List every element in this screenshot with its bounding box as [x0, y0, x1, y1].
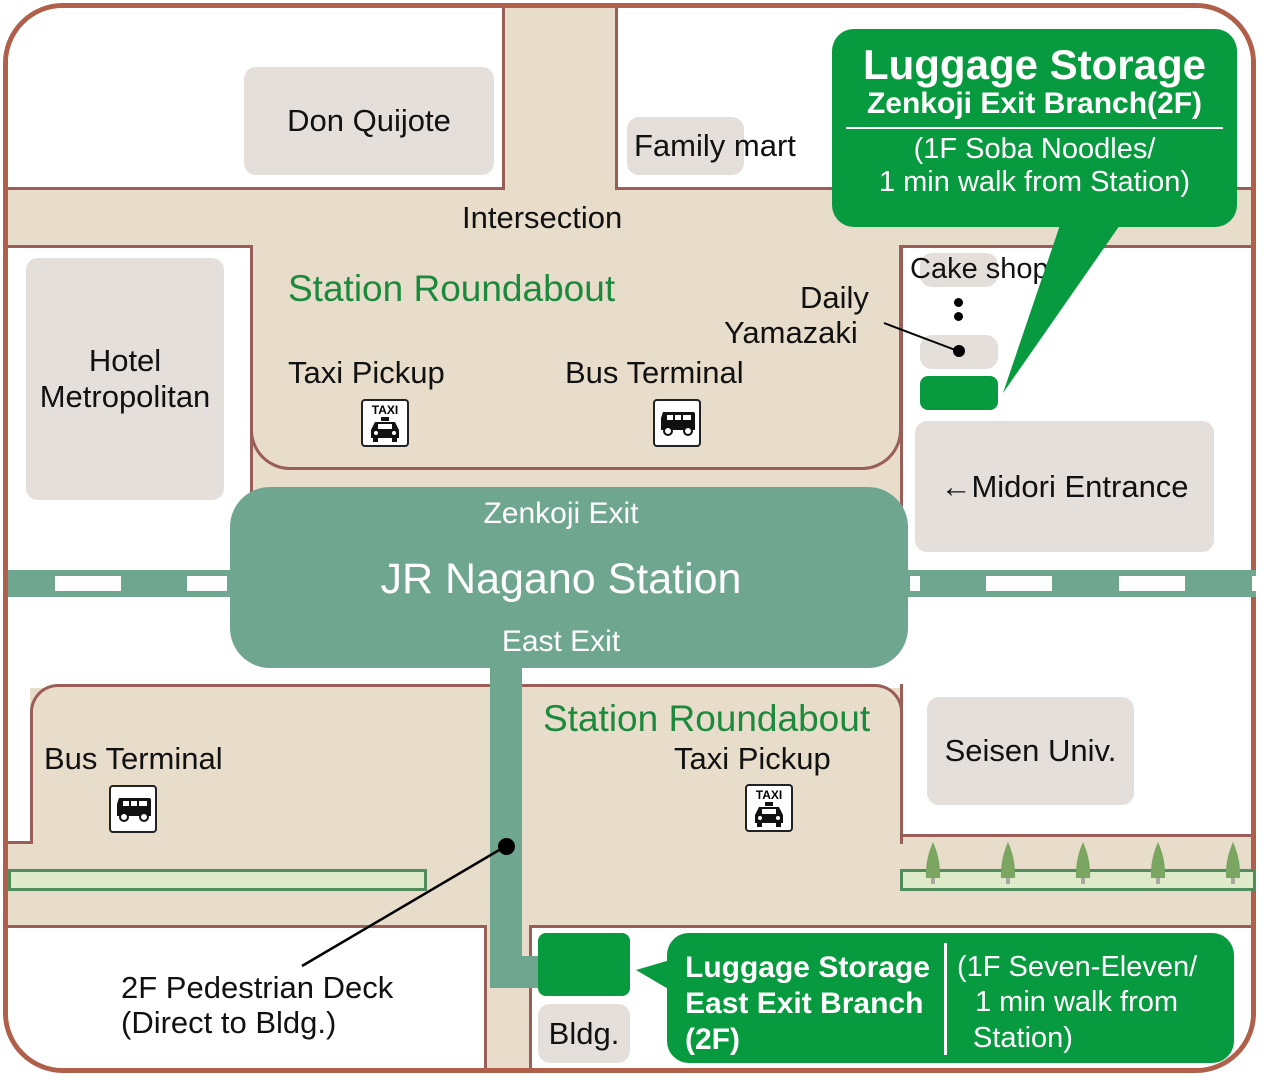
north-bus-label: Bus Terminal — [565, 355, 744, 390]
east-callout-divider — [944, 943, 947, 1055]
taxi-icon: TAXI — [745, 784, 793, 832]
building-family-mart — [627, 117, 744, 175]
bldg-label: Bldg. — [548, 1015, 620, 1051]
building-hotel-metropolitan: Hotel Metropolitan — [26, 258, 224, 500]
deck-label-line2: (Direct to Bldg.) — [121, 1005, 337, 1040]
zenkoji-callout-note-line1: (1F Soba Noodles/ — [913, 133, 1156, 165]
pedestrian-deck-marker — [498, 838, 515, 855]
rail-dash — [187, 576, 227, 591]
bus-icon — [109, 785, 157, 833]
ellipsis-dot — [954, 298, 963, 307]
hedge-west — [8, 869, 427, 891]
hotel-label-line1: Hotel — [88, 343, 162, 379]
sw-edge — [8, 841, 33, 844]
east-callout-title-line2: East Exit Branch — [685, 987, 924, 1020]
north-roundabout-title: Station Roundabout — [288, 268, 616, 309]
zenkoji-exit-label: Zenkoji Exit — [483, 497, 639, 530]
east-callout-note-line3: Station) — [973, 1021, 1073, 1054]
family-mart-label-part2: mart — [733, 128, 796, 163]
zenkoji-callout-note-line2: 1 min walk from Station) — [878, 166, 1191, 198]
building-cake-shop — [920, 253, 998, 287]
east-storage-marker[interactable] — [538, 933, 630, 996]
east-callout-note-line1: (1F Seven-Eleven/ — [957, 951, 1198, 983]
zenkoji-callout-subtitle: Zenkoji Exit Branch(2F) — [866, 87, 1203, 120]
daily-yamazaki-label-line2: Yamazaki — [724, 315, 858, 350]
daily-yamazaki-label-line1: Daily — [800, 280, 869, 315]
building-don-quijote: Don Quijote — [244, 67, 494, 175]
hotel-label-line2: Metropolitan — [39, 379, 211, 414]
sw-white — [8, 684, 30, 844]
zenkoji-callout-title: Luggage Storage — [862, 41, 1207, 88]
family-mart-label: Family mart — [634, 128, 796, 164]
east-callout-title-line1: Luggage Storage — [685, 951, 931, 984]
south-roundabout-title: Station Roundabout — [543, 698, 871, 739]
south-taxi-label: Taxi Pickup — [674, 741, 831, 776]
rail-dash — [1252, 576, 1256, 591]
rail-dash — [910, 576, 920, 591]
hedge-east — [900, 869, 1256, 891]
rail-dash — [986, 576, 1052, 591]
building-midori: ←Midori Entrance — [915, 421, 1214, 552]
zenkoji-storage-callout[interactable]: Luggage Storage Zenkoji Exit Branch(2F) … — [832, 29, 1237, 227]
taxi-icon-text: TAXI — [372, 403, 398, 417]
callout-divider — [846, 127, 1223, 129]
zenkoji-storage-marker[interactable] — [920, 376, 998, 410]
building-seisen-univ: Seisen Univ. — [927, 697, 1134, 805]
daily-yamazaki-marker — [953, 345, 965, 357]
east-storage-callout[interactable]: Luggage Storage East Exit Branch (2F) (1… — [667, 933, 1234, 1063]
cake-shop-label: Cake shop — [910, 253, 1049, 285]
north-taxi-label: Taxi Pickup — [288, 355, 445, 390]
don-quijote-label: Don Quijote — [287, 103, 451, 139]
intersection-label: Intersection — [462, 200, 623, 235]
building-east: Bldg. — [538, 1004, 630, 1063]
taxi-icon-text: TAXI — [756, 788, 782, 802]
east-callout-note-line2: 1 min walk from — [975, 986, 1179, 1019]
south-taxi-area — [528, 684, 903, 844]
seisen-univ-label: Seisen Univ. — [944, 733, 1117, 769]
rail-dash — [1119, 576, 1185, 591]
bus-icon — [653, 399, 701, 447]
taxi-icon: TAXI — [361, 399, 409, 447]
pedestrian-deck — [490, 668, 522, 988]
east-callout-title-line3: (2F) — [685, 1023, 740, 1056]
family-mart-label-part1: Family — [634, 128, 726, 163]
jr-nagano-station[interactable] — [230, 487, 908, 668]
deck-label-line1: 2F Pedestrian Deck — [121, 970, 394, 1005]
station-name-label: JR Nagano Station — [380, 555, 742, 603]
midori-entrance-label: ←Midori Entrance — [940, 468, 1189, 504]
seisen-edge — [900, 684, 903, 837]
east-exit-label: East Exit — [501, 625, 621, 658]
ellipsis-dot — [954, 312, 963, 321]
rail-dash — [55, 576, 121, 591]
south-bus-label: Bus Terminal — [44, 741, 223, 776]
